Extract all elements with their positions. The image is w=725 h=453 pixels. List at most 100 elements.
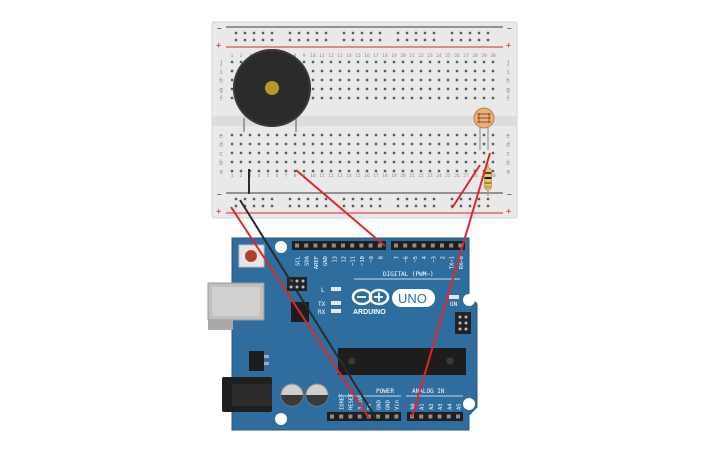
rx-led-icon [331,309,341,313]
breadboard-holes [230,31,495,208]
pin-label: IOREF [340,393,346,410]
pin-label: A0 [411,403,417,410]
breadboard-column-label: 29 [481,53,487,59]
breadboard-row-label: g [506,87,510,94]
breadboard-row-label: f [506,96,510,103]
breadboard-column-label: 19 [391,53,397,59]
breadboard-column-label: 7 [285,173,288,179]
breadboard-column-label: 19 [391,173,397,179]
rx-label: RX [318,309,326,316]
pin-label: 7 [395,256,401,259]
on-label: ON [450,301,458,308]
breadboard-column-label: 26 [454,173,460,179]
breadboard-row-label: c [506,151,510,158]
breadboard-column-label: 12 [328,173,334,179]
pin-label: SCL [296,255,302,266]
wire-black-gnd[interactable] [239,199,377,419]
breadboard-column-label: 10 [310,173,316,179]
breadboard-column-label: 13 [337,173,343,179]
pin-label: GND [376,400,382,410]
breadboard-column-label: 16 [364,173,370,179]
pin-label: A4 [447,403,453,410]
breadboard-column-label: 8 [294,173,297,179]
breadboard-column-label: 12 [328,53,334,59]
breadboard-column-label: 27 [463,173,469,179]
pin-label: 13 [332,256,338,263]
breadboard-row-label: b [506,160,510,167]
breadboard-column-label: 25 [445,53,451,59]
breadboard-column-label: 24 [436,53,442,59]
breadboard-row-label: j [219,60,223,67]
wire-red-5v[interactable] [230,206,370,419]
pin-label: ~6 [404,256,410,263]
resistor [484,164,492,196]
analog-header [407,412,463,421]
breadboard-column-label: 28 [472,173,478,179]
breadboard-column-label: 18 [382,173,388,179]
wire-red-a0[interactable] [411,152,491,418]
breadboard-column-label: 10 [310,53,316,59]
pin-label: AREF [314,256,320,269]
breadboard-row-label: a [506,169,510,176]
piezo-buzzer [233,49,311,132]
pin-label: ~10 [360,256,366,266]
breadboard-row-label: c [219,151,223,158]
pin-label: A5 [457,403,463,410]
pin-label: RESET [349,393,355,410]
wire-red-pin8[interactable] [295,169,386,247]
pin-label: 5V [367,403,373,410]
digital-header-left [292,241,386,250]
breadboard-column-label: 17 [373,53,379,59]
breadboard-column-label: 2 [240,173,243,179]
breadboard-row-label: e [219,133,223,140]
breadboard-column-label: 9 [303,53,306,59]
breadboard-column-label: 23 [427,53,433,59]
breadboard-column-label: 30 [490,173,496,179]
breadboard-row-label: d [506,142,510,149]
breadboard-row-label: j [506,60,510,67]
pin-label: 12 [342,256,348,263]
pin-label: 2 [441,256,447,259]
rail-plus-label-bl: + [216,207,222,217]
wire-red-rail[interactable] [451,164,481,209]
breadboard-column-label: 28 [472,53,478,59]
pin-label: Vin [395,400,401,410]
pin-label: 4 [422,255,428,259]
breadboard-column-label: 6 [276,173,279,179]
breadboard-column-label: 24 [436,173,442,179]
breadboard-column-label: 4 [258,173,261,179]
power-jack [222,377,272,412]
icsp-header-right [455,312,471,334]
pin-label: GND [323,256,329,266]
breadboard-column-label: 1 [231,173,234,179]
breadboard-column-label: 1 [231,53,234,59]
analog-header-label: ANALOG IN [412,388,445,395]
reset-button[interactable] [238,244,265,268]
power-header-label: POWER [376,388,394,395]
rail-plus-label-tr: + [506,41,512,51]
breadboard-column-label: 18 [382,53,388,59]
breadboard-column-label: 22 [418,53,424,59]
breadboard-column-label: 3 [249,173,252,179]
usb-connector [207,282,265,330]
digital-header-label: DIGITAL (PWM~) [383,271,434,278]
breadboard-column-label: 21 [409,173,415,179]
breadboard-column-label: 22 [418,173,424,179]
breadboard-row-label: a [219,169,223,176]
pin-label: SDA [305,255,311,266]
rail-plus-label-br: + [506,207,512,217]
breadboard-column-label: 15 [355,53,361,59]
voltage-regulator [249,351,269,371]
buzzer-center-icon [265,81,279,95]
pin-label: TX→1 [450,256,456,269]
on-led-icon [449,295,459,299]
atmega-chip [338,348,466,375]
arduino-logo-text: ARDUINO [353,309,386,316]
rail-minus-label-br: − [507,190,512,199]
pin-label: 3.3V [358,396,364,410]
breadboard-row-label: g [219,87,223,94]
rail-minus-label-bl: − [217,190,222,199]
uno-badge-text: UNO [398,291,427,306]
breadboard-column-label: 26 [454,53,460,59]
